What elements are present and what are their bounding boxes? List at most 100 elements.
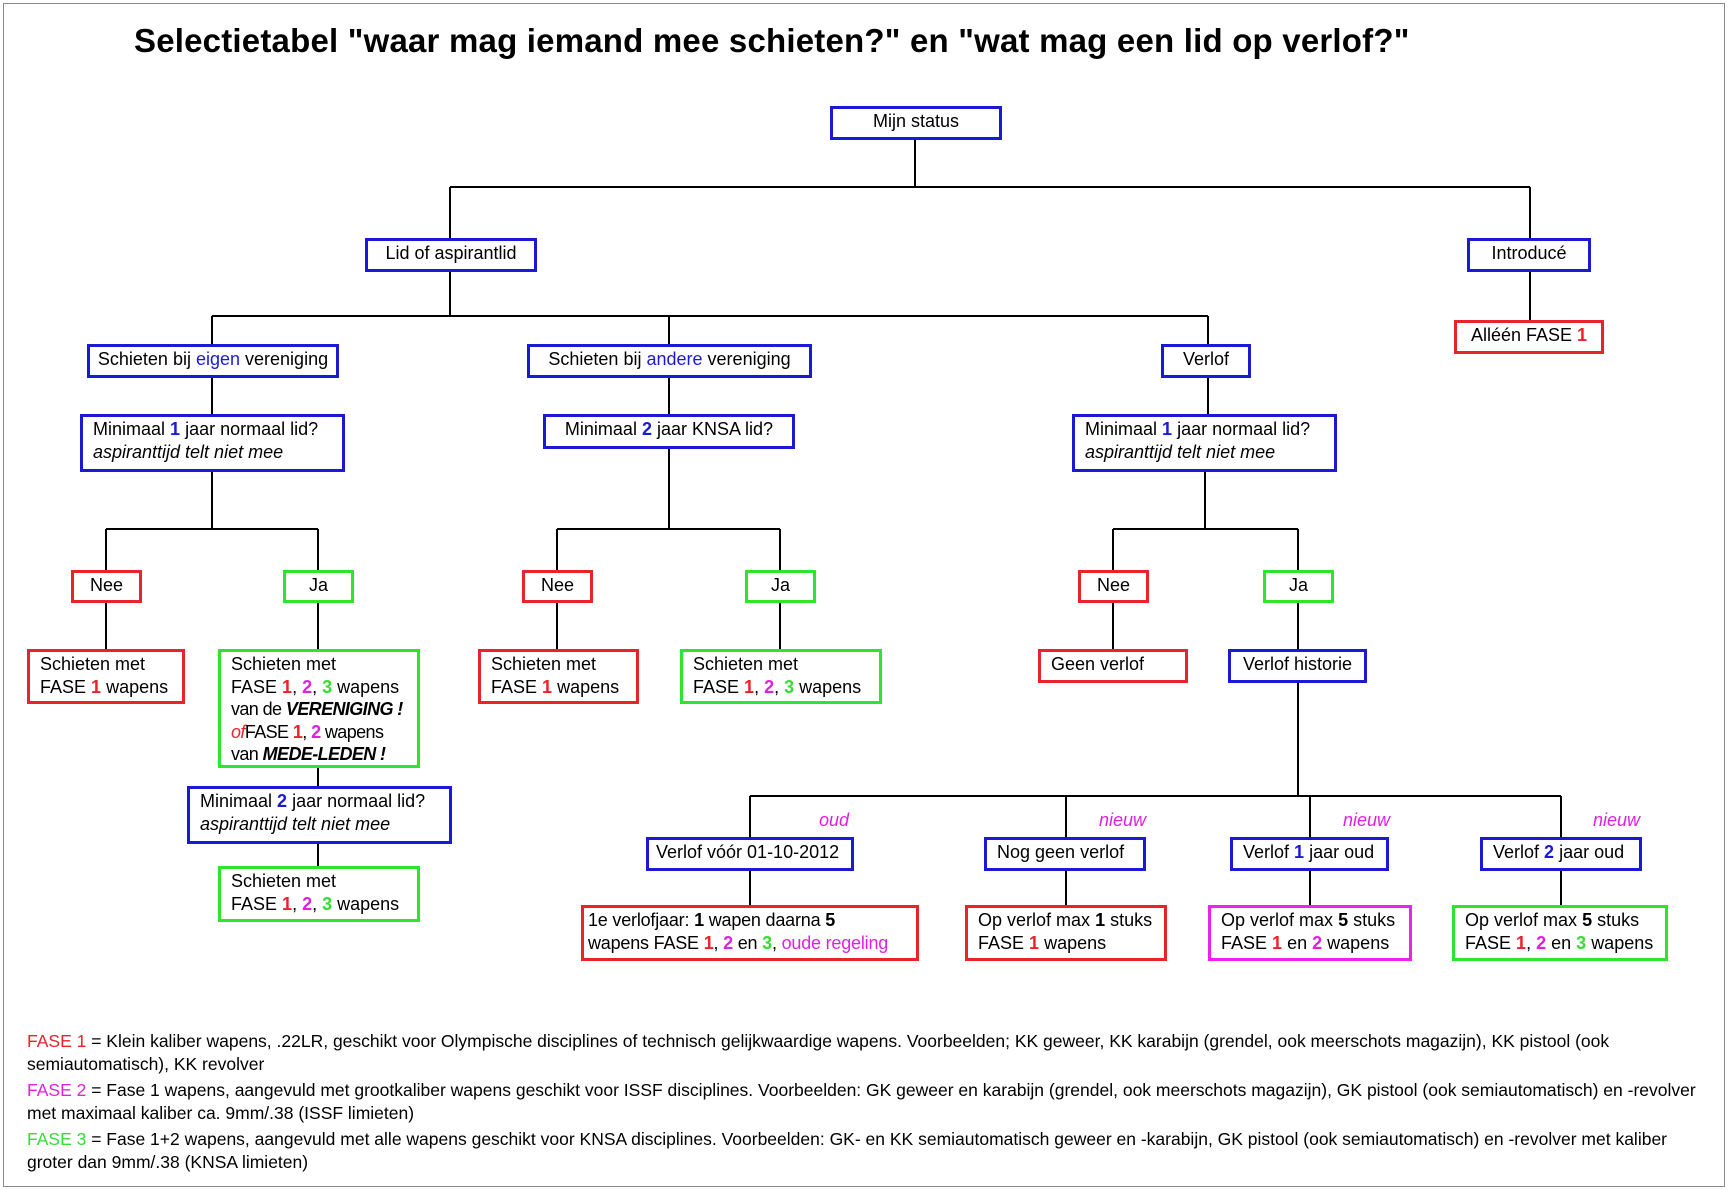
fase-line: FASE 1 wapens [40, 676, 172, 699]
outcome-line-1: Op verlof max 1 stuks [978, 909, 1154, 932]
fase-1: 1 [1516, 933, 1527, 953]
node-nee-eigen: Nee [71, 570, 142, 603]
page-title: Selectietabel "waar mag iemand mee schie… [134, 22, 1410, 59]
text: Op verlof max [1221, 910, 1334, 930]
text: FASE [1221, 933, 1268, 953]
fase-line: FASE 1, 2, 3 wapens [693, 677, 862, 697]
year-number: 1 [1294, 842, 1305, 862]
text: Schieten met [491, 654, 597, 674]
emphasis: MEDE-LEDEN ! [262, 744, 386, 764]
node-question-eigen: Minimaal 1 jaar normaal lid? aspiranttij… [80, 414, 345, 472]
node-result-andere-ja: Schieten met FASE 1, 2, 3 wapens [680, 649, 882, 704]
legend-text: = Fase 1+2 wapens, aangevuld met alle wa… [27, 1129, 1668, 1172]
tag-nieuw-3: nieuw [1593, 810, 1641, 830]
legend-label: FASE 3 [27, 1129, 87, 1149]
node-verlof-1-jaar-oud: Verlof 1 jaar oud [1230, 837, 1389, 871]
fase-2: 2 [302, 894, 313, 914]
count: 5 [1582, 910, 1593, 930]
node-lid-of-aspirantlid: Lid of aspirantlid [365, 238, 537, 272]
count-1: 1 [694, 910, 704, 930]
text: vereniging [707, 349, 791, 369]
text: FASE [978, 933, 1025, 953]
node-geen-verlof: Geen verlof [1038, 649, 1188, 683]
legend-fase-1: FASE 1 = Klein kaliber wapens, .22LR, ge… [27, 1030, 1717, 1075]
fase-2: 2 [302, 676, 313, 697]
node-outcome-nog-geen: Op verlof max 1 stuks FASE 1 wapens [965, 905, 1167, 961]
highlight-eigen: eigen [195, 349, 241, 369]
text: Minimaal [564, 419, 637, 439]
year-number: 2 [277, 791, 288, 811]
outcome-line-1: Op verlof max 5 stuks [1465, 909, 1655, 932]
text: wapens [799, 677, 862, 697]
node-schieten-eigen-vereniging: Schieten bij eigen vereniging [87, 344, 339, 378]
text: Minimaal [93, 419, 166, 439]
node-ja-andere: Ja [745, 570, 816, 603]
node-outcome-1-jaar: Op verlof max 5 stuks FASE 1 en 2 wapens [1208, 905, 1412, 961]
text: Op verlof max [978, 910, 1091, 930]
outcome-line-2: FASE 1 wapens [978, 932, 1154, 955]
fase-3: 3 [322, 894, 333, 914]
node-verlof: Verlof [1161, 344, 1251, 378]
node-outcome-oud: 1e verlofjaar: 1 wapen daarna 5 wapens F… [581, 905, 919, 961]
alternative-line: ofFASE 1, 2 wapens [231, 721, 384, 742]
text: Minimaal [200, 791, 273, 811]
text: FASE [693, 677, 740, 697]
text: stuks [1110, 910, 1153, 930]
outcome-line-1: 1e verlofjaar: 1 wapen daarna 5 [588, 909, 912, 932]
text: 1e verlofjaar: [588, 910, 690, 930]
node-question-eigen-2: Minimaal 2 jaar normaal lid? aspiranttij… [187, 786, 452, 844]
text: van de [231, 699, 282, 719]
text: van [231, 744, 259, 764]
text: Schieten met [231, 871, 337, 891]
node-nog-geen-verlof: Nog geen verlof [984, 837, 1146, 871]
node-question-andere: Minimaal 2 jaar KNSA lid? [543, 414, 795, 449]
node-result-eigen-ja: Schieten met FASE 1, 2, 3 wapens van de … [218, 649, 420, 768]
legend: FASE 1 = Klein kaliber wapens, .22LR, ge… [27, 1030, 1717, 1177]
fase-1: 1 [91, 677, 102, 697]
edge-eigen [105, 376, 319, 866]
node-nee-verlof: Nee [1078, 570, 1149, 603]
text: FASE [491, 677, 538, 697]
text: en [737, 933, 758, 953]
tag-nieuw-1: nieuw [1099, 810, 1147, 830]
text: Op verlof max [1465, 910, 1578, 930]
text: en [1551, 933, 1572, 953]
fase-1: 1 [744, 677, 755, 697]
question-note: aspiranttijd telt niet mee [200, 814, 391, 834]
fase-line: FASE 1, 2, 3 wapens [231, 894, 400, 914]
question-line: Minimaal 1 jaar normaal lid? [93, 418, 332, 441]
node-result-andere-nee: Schieten met FASE 1 wapens [478, 649, 639, 704]
edge-lid [211, 270, 1209, 344]
text: Schieten bij [548, 349, 642, 369]
node-nee-andere: Nee [522, 570, 593, 603]
legend-label: FASE 1 [27, 1031, 87, 1051]
node-alleen-fase-1: Alléén FASE 1 [1454, 320, 1604, 354]
text: wapens [1591, 933, 1654, 953]
text: wapens [324, 721, 384, 742]
edge-historie [749, 682, 1562, 905]
text: Schieten met [40, 654, 146, 674]
count-5: 5 [825, 910, 836, 930]
year-number: 1 [1162, 419, 1173, 439]
text: Schieten met [693, 654, 799, 674]
node-introduce: Introducé [1467, 238, 1591, 272]
node-schieten-andere-vereniging: Schieten bij andere vereniging [527, 344, 812, 378]
fase-2: 2 [1312, 933, 1323, 953]
year-number: 2 [641, 419, 652, 439]
text: jaar oud [1309, 842, 1375, 862]
fase-number: 1 [1577, 325, 1588, 345]
fase-1: 1 [1029, 933, 1040, 953]
text: wapen daarna [708, 910, 821, 930]
fase-line: FASE 1 wapens [491, 676, 626, 699]
node-verlof-2-jaar-oud: Verlof 2 jaar oud [1480, 837, 1642, 871]
text: jaar normaal lid? [185, 419, 319, 439]
oude-regeling: oude regeling [781, 933, 889, 953]
fase-2: 2 [311, 721, 321, 742]
fase-2: 2 [723, 933, 733, 953]
count: 1 [1095, 910, 1106, 930]
node-result-eigen-nee: Schieten met FASE 1 wapens [27, 649, 185, 704]
outcome-line-1: Op verlof max 5 stuks [1221, 909, 1399, 932]
node-outcome-2-jaar: Op verlof max 5 stuks FASE 1, 2 en 3 wap… [1452, 905, 1668, 961]
text: Minimaal [1085, 419, 1158, 439]
vereniging-line: van de VERENIGING ! [231, 698, 407, 721]
